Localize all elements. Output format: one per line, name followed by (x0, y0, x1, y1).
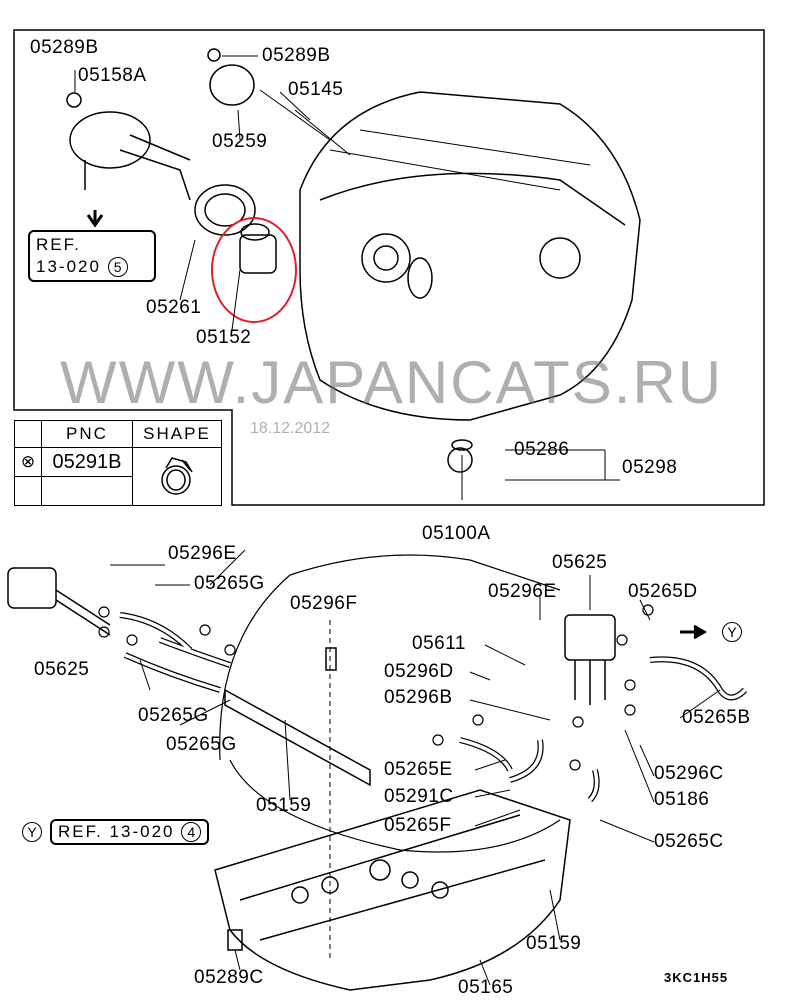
diagram-code: 3KC1H55 (664, 970, 729, 985)
fuel-filter (239, 234, 277, 274)
part-label: 05611 (412, 633, 466, 654)
part-label: 05296B (384, 687, 453, 708)
part-label: 05289B (30, 37, 99, 58)
reference-bottom[interactable]: Y REF. 13-020 4 (22, 819, 210, 845)
canister-right (564, 614, 616, 661)
fuel-gauge-unit (69, 111, 151, 169)
part-label: 05286 (514, 439, 570, 460)
upper-frame (13, 29, 765, 506)
part-label: 05145 (288, 79, 344, 100)
part-label: 05265D (628, 581, 698, 602)
part-label: 05265G (138, 705, 209, 726)
watermark-date: 18.12.2012 (250, 420, 331, 437)
part-label: 05289C (194, 967, 264, 988)
part-label: 05296E (168, 543, 237, 564)
part-label: 05265G (194, 573, 265, 594)
part-label: 05291C (384, 786, 454, 807)
part-label: 05152 (196, 327, 252, 348)
drain-plug (447, 447, 473, 473)
red-highlight-circle (211, 217, 297, 323)
part-label: 05265F (384, 815, 452, 836)
part-label: 05298 (622, 457, 678, 478)
part-label: 05261 (146, 297, 202, 318)
reference-box-bottom: REF. 13-020 4 (50, 819, 210, 845)
bracket-05159 (224, 688, 371, 787)
pnc-table: PNC SHAPE ⊗ 05291B (14, 420, 222, 506)
part-label: 05625 (552, 552, 608, 573)
part-label: 05625 (34, 659, 90, 680)
clamp-symbol: ⊗ (14, 447, 42, 477)
watermark: WWW.JAPANCATS.RU (60, 349, 724, 416)
ref-line1: REF. (36, 235, 81, 254)
part-label: 05296C (654, 763, 724, 784)
part-label: 05165 (458, 977, 514, 998)
part-label: 05259 (212, 131, 268, 152)
part-label: 05296F (290, 593, 358, 614)
part-label: 05159 (526, 933, 582, 954)
part-label: 05159 (256, 795, 312, 816)
part-label: 05296E (488, 581, 557, 602)
part-label: 05289B (262, 45, 331, 66)
part-label: 05100A (422, 523, 491, 544)
part-label: 05296D (384, 661, 454, 682)
connector-marker-y: Y (722, 622, 742, 642)
clamp-shape-icon (132, 447, 222, 506)
fuel-tank (299, 91, 641, 421)
part-label: 05158A (78, 65, 147, 86)
part-label: 05265C (654, 831, 724, 852)
part-label: 05265E (384, 759, 453, 780)
ref-number: 4 (181, 822, 202, 842)
skid-plate (214, 789, 571, 991)
ref-line2: 13-020 (36, 257, 101, 276)
canister-left (7, 567, 57, 609)
pnc-header: PNC (41, 420, 133, 448)
part-label: 05265G (166, 734, 237, 755)
pnc-value: 05291B (41, 447, 133, 477)
part-label: 05186 (654, 789, 710, 810)
part-label: 05265B (682, 707, 751, 728)
gasket (194, 184, 256, 236)
ref-marker-y: Y (22, 822, 42, 842)
shape-header: SHAPE (132, 420, 222, 448)
ref-number: 5 (107, 257, 128, 277)
reference-box-top[interactable]: REF. 13-020 5 (28, 230, 156, 282)
ref-text: REF. 13-020 (58, 822, 175, 841)
